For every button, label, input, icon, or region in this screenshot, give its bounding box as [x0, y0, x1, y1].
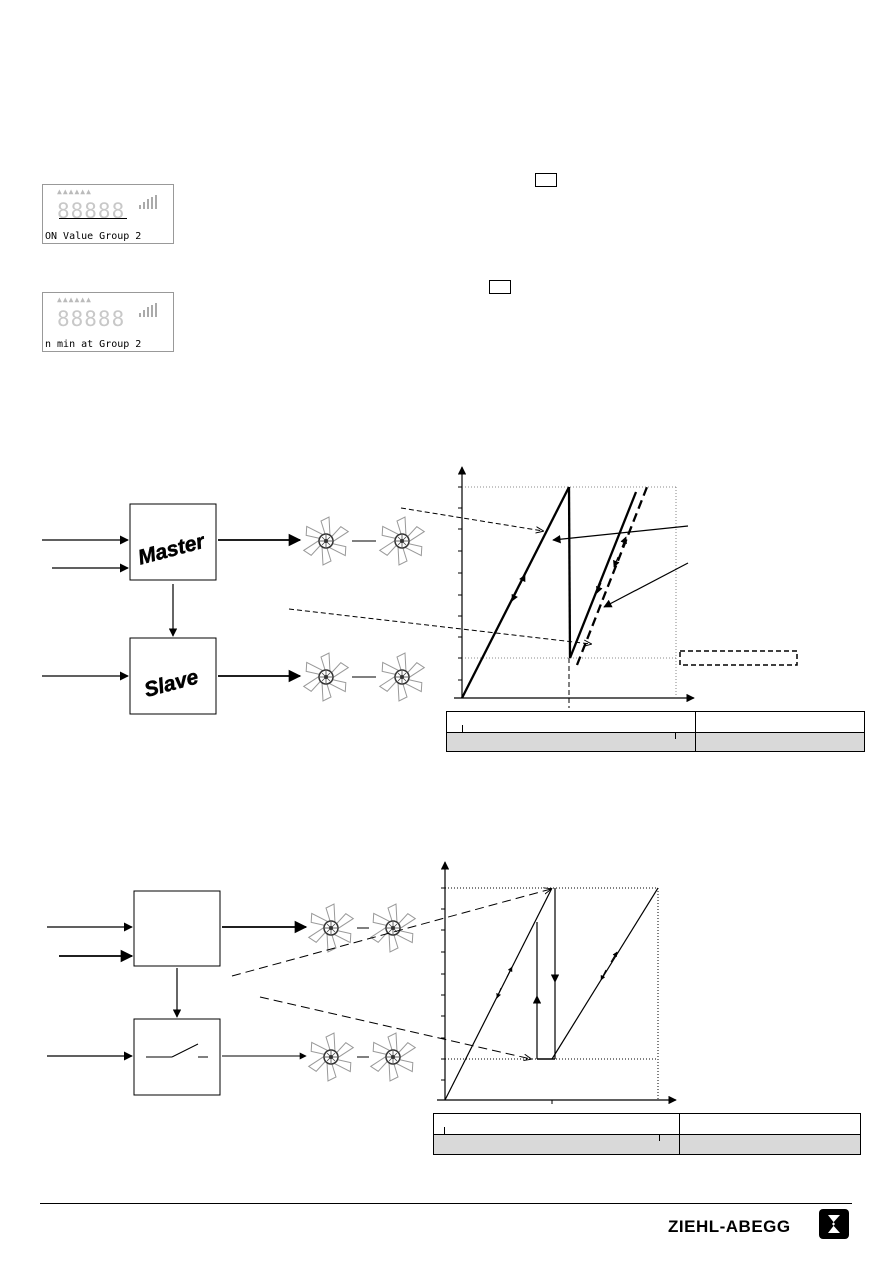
graph2-table — [433, 1113, 861, 1155]
lcd-signal-icon — [139, 195, 161, 209]
fan-icon — [377, 516, 427, 566]
slave-block — [129, 637, 217, 715]
footer-divider — [40, 1203, 852, 1204]
legend-dashed-box — [679, 650, 798, 666]
controller-block — [133, 890, 221, 967]
lcd-status-icons: ▲▲▲▲▲▲ — [57, 187, 92, 196]
lcd-display-n-min: ▲▲▲▲▲▲ 88888 n min at Group 2 — [42, 292, 174, 352]
key-symbol-box — [489, 280, 511, 294]
lcd-label: ON Value Group 2 — [45, 231, 142, 242]
lcd-digits: 88888 — [57, 199, 126, 223]
key-symbol-box — [535, 173, 557, 187]
fan-icon — [301, 652, 351, 702]
lcd-label: n min at Group 2 — [45, 339, 142, 350]
switch-icon — [146, 1043, 208, 1058]
lcd-digits: 88888 — [57, 307, 126, 331]
graph1-table — [446, 711, 865, 752]
master-block — [129, 503, 217, 581]
lcd-display-on-value: ▲▲▲▲▲▲ 88888 ON Value Group 2 — [42, 184, 174, 244]
lcd-underline — [59, 218, 127, 219]
fan-icon — [301, 516, 351, 566]
brand-logo-icon — [819, 1209, 849, 1239]
lcd-status-icons: ▲▲▲▲▲▲ — [57, 295, 92, 304]
fan-icon — [368, 1032, 418, 1082]
lcd-signal-icon — [139, 303, 161, 317]
brand-logo-text: ZIEHL-ABEGG — [668, 1217, 791, 1236]
fan-icon — [377, 652, 427, 702]
fan-icon — [306, 1032, 356, 1082]
